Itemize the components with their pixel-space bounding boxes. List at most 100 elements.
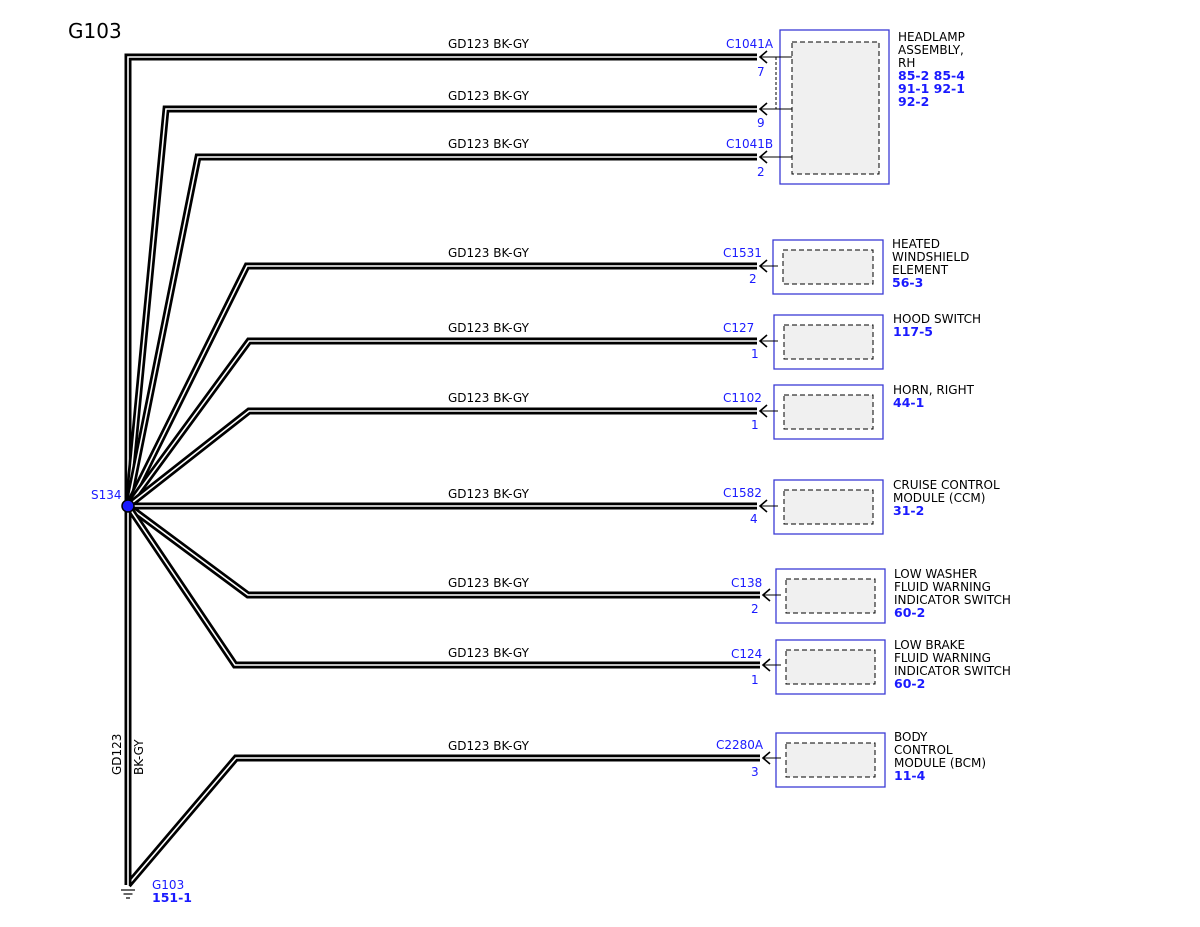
wire-9 <box>125 504 760 669</box>
connector-label: C1582 <box>723 486 762 500</box>
diagram-title: G103 <box>68 19 122 43</box>
component-ref: 91-1 92-1 <box>898 81 965 96</box>
wire-label: GD123 BK-GY <box>448 646 530 660</box>
wire-label: GD123 BK-GY <box>448 37 530 51</box>
wire-1 <box>124 53 757 506</box>
component-name: HEATED <box>892 237 940 251</box>
component-name: INDICATOR SWITCH <box>894 593 1011 607</box>
wire-4-outer <box>124 262 757 508</box>
connector-label: C1531 <box>723 246 762 260</box>
component-inner <box>783 489 874 525</box>
component-inner <box>785 649 876 685</box>
wire-label: GD123 BK-GY <box>448 321 530 335</box>
component-ref: 44-1 <box>893 395 924 410</box>
component-name: MODULE (CCM) <box>893 491 985 505</box>
component-inner <box>791 41 880 175</box>
ground-wire-color: BK-GY <box>132 739 146 775</box>
pin-number: 2 <box>749 272 757 286</box>
wire-label: GD123 BK-GY <box>448 391 530 405</box>
wire-6-outer <box>125 407 757 509</box>
wire-2-inner <box>127 108 757 507</box>
wire-4-inner <box>127 265 757 507</box>
component-name: CONTROL <box>894 743 953 757</box>
wire-3-outer <box>124 153 757 507</box>
wire-10-inner <box>127 757 760 886</box>
wire-3 <box>124 153 757 507</box>
pin-number: 4 <box>750 512 758 526</box>
pin-number: 1 <box>751 347 759 361</box>
wires-layer <box>124 53 760 888</box>
pin-number: 9 <box>757 116 765 130</box>
wire-1-outer <box>124 53 757 506</box>
component-name: FLUID WARNING <box>894 651 991 665</box>
wire-5 <box>125 337 757 509</box>
component-name: ELEMENT <box>892 263 949 277</box>
component-name: HORN, RIGHT <box>893 383 975 397</box>
pin-number: 1 <box>751 673 759 687</box>
wire-label: GD123 BK-GY <box>448 89 530 103</box>
wire-9-outer <box>125 504 760 669</box>
pin-number: 7 <box>757 65 765 79</box>
wire-9-inner <box>127 505 760 666</box>
pin-number: 1 <box>751 418 759 432</box>
component-name: ASSEMBLY, <box>898 43 964 57</box>
component-name: HEADLAMP <box>898 30 965 44</box>
pin-number: 2 <box>757 165 765 179</box>
ground-wire-label: GD123 <box>110 734 124 775</box>
component-name: LOW BRAKE <box>894 638 965 652</box>
component-inner <box>783 324 874 360</box>
component-ref: 92-2 <box>898 94 929 109</box>
wire-8-outer <box>125 503 760 599</box>
wire-4 <box>124 262 757 508</box>
connector-label: C2280A <box>716 738 764 752</box>
wire-5-outer <box>125 337 757 509</box>
wire-label: GD123 BK-GY <box>448 137 530 151</box>
wire-6 <box>125 407 757 509</box>
wire-8-inner <box>127 505 760 596</box>
wire-2 <box>124 105 757 507</box>
component-name: FLUID WARNING <box>894 580 991 594</box>
component-name: WINDSHIELD <box>892 250 969 264</box>
pin-number: 2 <box>751 602 759 616</box>
ground-wire-color-label: BK-GY <box>132 739 146 775</box>
wire-label: GD123 BK-GY <box>448 246 530 260</box>
connector-label: C138 <box>731 576 762 590</box>
component-name: RH <box>898 56 915 70</box>
wire-label: GD123 BK-GY <box>448 487 530 501</box>
wire-2-outer <box>124 105 757 507</box>
wire-8 <box>125 503 760 599</box>
connector-label: C1102 <box>723 391 762 405</box>
connector-label: C127 <box>723 321 754 335</box>
wire-1-inner <box>127 56 757 506</box>
component-name: INDICATOR SWITCH <box>894 664 1011 678</box>
component-inner <box>782 249 874 285</box>
ground-wire-code: GD123 <box>110 734 124 775</box>
component-ref: 60-2 <box>894 676 925 691</box>
component-name: HOOD SWITCH <box>893 312 981 326</box>
component-name: MODULE (BCM) <box>894 756 986 770</box>
component-ref: 31-2 <box>893 503 924 518</box>
wire-10-outer <box>125 754 760 888</box>
wire-10 <box>125 754 760 888</box>
wire-5-inner <box>127 340 757 507</box>
wire-label: GD123 BK-GY <box>448 576 530 590</box>
ground-ref: 151-1 <box>152 890 192 905</box>
component-name: LOW WASHER <box>894 567 977 581</box>
component-ref: 60-2 <box>894 605 925 620</box>
component-inner <box>785 742 876 778</box>
wire-6-inner <box>127 410 757 507</box>
component-ref: 117-5 <box>893 324 933 339</box>
pin-number: 3 <box>751 765 759 779</box>
component-inner <box>783 394 874 430</box>
